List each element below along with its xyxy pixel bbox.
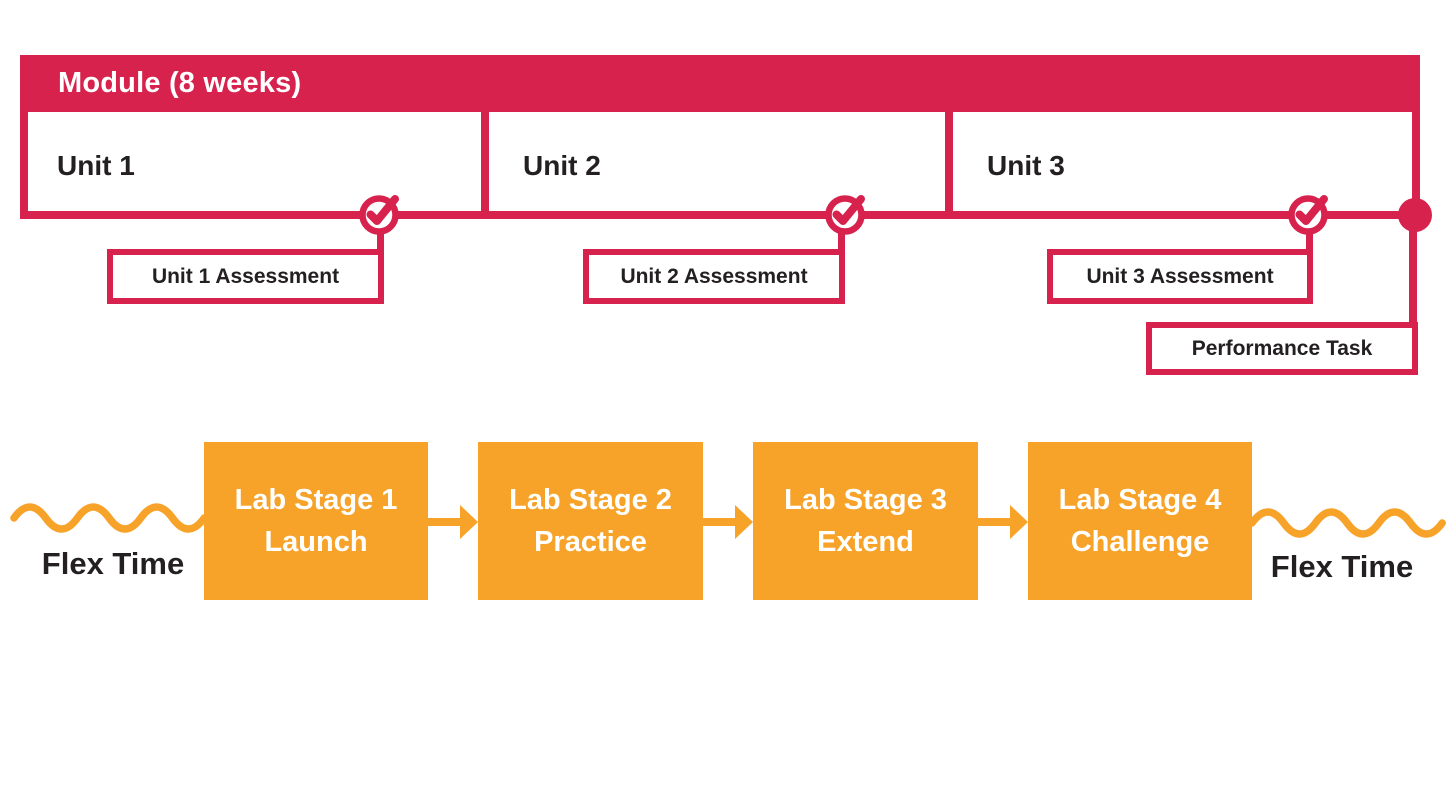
lab-stage-4-box: Lab Stage 4 Challenge (1028, 442, 1252, 600)
lab-stage-4-subtitle: Challenge (1070, 525, 1210, 558)
lab-stage-1-subtitle: Launch (264, 525, 368, 558)
unit-row (20, 112, 1420, 219)
arrow-head (460, 505, 478, 539)
assessment-box-2: Unit 2 Assessment (583, 249, 845, 304)
unit-divider-2 (945, 112, 953, 219)
arrow-right-icon (978, 505, 1028, 539)
performance-task-label: Performance Task (1191, 336, 1373, 360)
assessment-1-label: Unit 1 Assessment (151, 264, 340, 288)
performance-task-connector (1409, 215, 1417, 374)
assessment-3-label: Unit 3 Assessment (1086, 264, 1274, 288)
end-dot-icon (1398, 198, 1432, 232)
assessment-box-1: Unit 1 Assessment (107, 249, 384, 304)
lab-stage-1-box: Lab Stage 1 Launch (204, 442, 428, 600)
performance-task-box: Performance Task (1146, 322, 1418, 375)
arrow-head (735, 505, 753, 539)
lab-stage-2-subtitle: Practice (534, 525, 647, 558)
arrow-shaft (428, 518, 462, 526)
unit-2-label: Unit 2 (523, 150, 601, 181)
lab-stage-3-title: Lab Stage 3 (784, 483, 947, 516)
flex-time-right-label: Flex Time (1270, 549, 1414, 584)
lab-stage-4-title: Lab Stage 4 (1058, 483, 1222, 516)
unit-1-label: Unit 1 (57, 150, 135, 181)
flex-time-left-label: Flex Time (41, 546, 185, 581)
assessment-2-connector (838, 215, 845, 255)
lab-stage-2-box: Lab Stage 2 Practice (478, 442, 703, 600)
assessment-box-3: Unit 3 Assessment (1047, 249, 1313, 304)
squiggle-wave-icon (10, 503, 208, 533)
unit-3-label: Unit 3 (987, 150, 1065, 181)
unit-divider-1 (481, 112, 489, 219)
lab-stage-1-title: Lab Stage 1 (234, 483, 398, 516)
module-banner: Module (8 weeks) (20, 55, 1420, 112)
arrow-head (1010, 505, 1028, 539)
assessment-1-connector (377, 215, 384, 255)
lab-stage-3-box: Lab Stage 3 Extend (753, 442, 978, 600)
module-title: Module (8 weeks) (58, 67, 302, 99)
arrow-right-icon (703, 505, 753, 539)
lab-stage-3-subtitle: Extend (817, 525, 914, 558)
arrow-shaft (703, 518, 737, 526)
check-circle-icon (825, 195, 865, 235)
squiggle-wave-icon (1248, 508, 1446, 538)
check-circle-icon (1288, 195, 1328, 235)
arrow-shaft (978, 518, 1012, 526)
lab-stage-2-title: Lab Stage 2 (509, 483, 672, 516)
arrow-right-icon (428, 505, 478, 539)
assessment-3-connector (1306, 215, 1313, 255)
check-circle-icon (359, 195, 399, 235)
assessment-2-label: Unit 2 Assessment (620, 264, 808, 288)
